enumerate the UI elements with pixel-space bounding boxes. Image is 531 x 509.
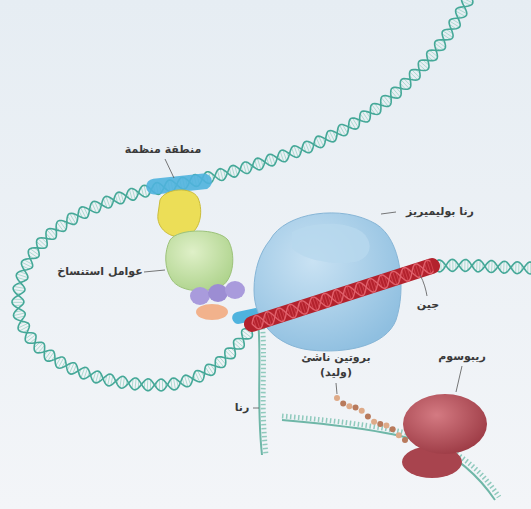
base-pair (362, 111, 369, 121)
transcription-factor (190, 287, 210, 305)
gene-band (252, 266, 432, 324)
protein-label: بروتين ناشئ (وليد) (297, 351, 375, 381)
base-pair (147, 379, 149, 391)
dna-strand (13, 0, 473, 391)
base-pair (216, 358, 224, 367)
base-pair (476, 260, 477, 271)
factor-label: عوامل استنساخ (57, 265, 142, 280)
base-pair (372, 104, 379, 114)
amino-acid-bead (390, 426, 396, 432)
base-pair (13, 313, 25, 316)
base-pair (427, 52, 436, 60)
base-pair (410, 72, 418, 80)
ribosome-large-subunit (403, 394, 487, 454)
leader-line (144, 270, 165, 272)
base-pair (464, 259, 465, 271)
dna-strand (252, 260, 430, 329)
base-pair (227, 348, 235, 356)
transcription-factor (158, 190, 201, 237)
leader-line (456, 366, 462, 392)
dna-helix (12, 0, 531, 391)
rna-label: رنا (235, 401, 250, 416)
gene-helix (252, 260, 433, 329)
base-pair (47, 230, 55, 239)
base-pair (443, 31, 453, 38)
base-pair (108, 374, 110, 386)
transcription-factor (166, 231, 233, 291)
ribosome-label: ريبوسوم (438, 350, 486, 365)
helix-guide (18, 0, 470, 385)
base-pair (235, 340, 244, 348)
base-pair (38, 239, 47, 247)
leader-line (420, 275, 427, 296)
leader-line (381, 212, 396, 214)
base-pair (26, 335, 35, 342)
base-pair (503, 261, 505, 273)
base-pair (162, 379, 163, 390)
base-pair (225, 350, 233, 358)
base-pair (479, 260, 481, 271)
amino-acid-bead (346, 403, 352, 409)
region-label: منطقة منظمة (125, 143, 202, 158)
base-pair (12, 302, 24, 303)
amino-acid-bead (365, 414, 371, 420)
nascent-protein (334, 395, 408, 443)
base-pair (518, 262, 519, 273)
leader-lines (144, 159, 462, 408)
dna-strand (252, 264, 433, 325)
rna-bases (262, 320, 266, 455)
base-pair (184, 375, 188, 386)
base-pair (269, 155, 273, 166)
transcription-factor (208, 284, 228, 302)
enzyme-label: رنا بوليميريز (406, 205, 474, 220)
transcription-factor (225, 281, 245, 299)
amino-acid-bead (402, 437, 408, 443)
base-pair (207, 365, 214, 375)
amino-acid-bead (396, 432, 402, 438)
amino-acid-bead (377, 421, 383, 427)
base-pair (13, 290, 24, 292)
base-pair (440, 260, 442, 271)
base-pair (257, 158, 261, 169)
gene-strands (252, 260, 433, 329)
base-pair (232, 166, 235, 178)
base-pair (452, 259, 453, 271)
base-pair (491, 261, 493, 273)
base-pair (174, 378, 176, 390)
base-pair (96, 371, 99, 382)
base-pair (135, 378, 136, 390)
polymerase-lobe (292, 224, 370, 263)
leader-line (253, 408, 259, 409)
base-pair (392, 88, 400, 97)
amino-acid-bead (353, 405, 359, 411)
base-pair (220, 169, 223, 181)
leader-line (336, 383, 337, 394)
transcription-factor (196, 304, 228, 320)
amino-acid-bead (340, 401, 346, 407)
amino-acid-bead (334, 395, 340, 401)
base-pair (430, 261, 433, 270)
helix-guide (252, 266, 432, 324)
amino-acid-bead (371, 419, 377, 425)
base-pair (530, 262, 531, 274)
base-pair (401, 80, 409, 89)
base-pair (419, 61, 428, 69)
leader-line (165, 159, 174, 178)
amino-acid-bead (359, 408, 365, 414)
dna-loop (12, 0, 473, 391)
amino-acid-bead (383, 422, 389, 428)
base-pair (159, 379, 160, 390)
base-pair (515, 262, 516, 273)
gene-label: جين (417, 298, 439, 313)
base-pair (35, 343, 43, 352)
